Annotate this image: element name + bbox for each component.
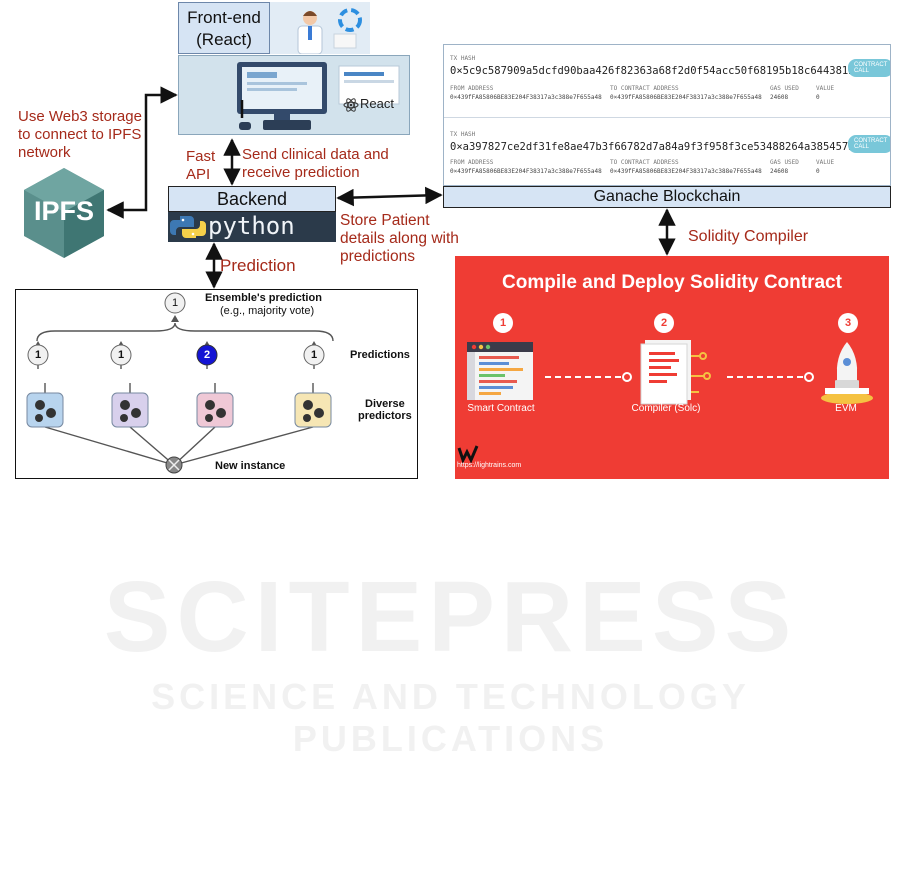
value-label: VALUE — [816, 85, 835, 92]
step-label: Smart Contract — [467, 403, 535, 414]
doctor-illustration — [270, 2, 370, 54]
store-line1: Store Patient — [340, 212, 430, 229]
prediction-value: 1 — [310, 349, 318, 361]
tx-hash-value: 0×a397827ce2df31fe8ae47b3f66782d7a84a9f3… — [450, 141, 868, 153]
frontend-title-line1: Front-end — [187, 8, 261, 27]
python-wordmark: python — [208, 212, 295, 240]
gas-used-value: 24608 — [770, 94, 789, 101]
predictions-label: Predictions — [350, 349, 410, 361]
step-label: Compiler (Solc) — [631, 403, 701, 414]
backend-box: Backend — [168, 186, 336, 212]
gas-used-value: 24608 — [770, 168, 789, 175]
step-label: EVM — [835, 403, 857, 414]
tx-hash-label: TX HASH — [450, 55, 476, 62]
fast-api-label: Fast API — [186, 148, 215, 184]
frontend-title-box: Front-end (React) — [178, 2, 270, 54]
ipfs-text: IPFS — [33, 196, 94, 226]
send-line1: Send clinical data and — [242, 146, 389, 163]
prediction-node — [110, 344, 132, 366]
prediction-label: Prediction — [220, 256, 296, 275]
solidity-title: Compile and Deploy Solidity Contract — [502, 272, 842, 293]
ensemble-prediction-title: Ensemble's prediction — [205, 292, 322, 304]
gas-used-label: GAS USED — [770, 85, 799, 92]
lightrains-logo-icon — [457, 445, 479, 464]
doctor-icon — [270, 2, 370, 54]
contract-call-button[interactable]: CONTRACT CALL — [848, 59, 890, 77]
prediction-value: 2 — [203, 349, 211, 361]
to-address-label: TO CONTRACT ADDRESS — [610, 159, 679, 166]
connector-arrows — [106, 86, 676, 289]
transaction-row: TX HASH 0×a397827ce2df31fe8ae47b3f66782d… — [444, 121, 890, 185]
compiler-icon — [640, 340, 711, 405]
prediction-node — [27, 344, 49, 366]
computer-icon — [179, 56, 409, 134]
frontend-title-line2: (React) — [196, 30, 252, 49]
diverse-predictors-label: Diverse predictors — [358, 398, 412, 422]
transaction-row: TX HASH 0×5c9c587909a5dcfd90baa426f82363… — [444, 45, 890, 118]
python-logo-box — [168, 212, 336, 242]
fast-api-line1: Fast — [186, 148, 216, 165]
solidity-compiler-label: Solidity Compiler — [688, 228, 809, 245]
to-address-value: 0×439fFA85806BE83E204F38317a3c388e7F655a… — [610, 94, 762, 101]
backend-ganache-arrow — [336, 186, 443, 207]
step-number: 2 — [654, 313, 674, 333]
step-number: 1 — [493, 313, 513, 333]
ensemble-output-value: 1 — [171, 297, 179, 309]
prediction-value: 1 — [34, 349, 42, 361]
solidity-steps-graphic — [457, 340, 873, 464]
python-icon — [170, 216, 206, 238]
prediction-node-highlight — [196, 344, 218, 366]
smart-contract-icon — [467, 342, 533, 400]
watermark-scitepress: SCITEPRESS — [103, 561, 798, 673]
ensemble-graph — [26, 292, 334, 474]
ganache-transactions-panel: TX HASH 0×5c9c587909a5dcfd90baa426f82363… — [443, 44, 891, 186]
new-instance-label: New instance — [215, 460, 286, 472]
send-line2: receive prediction — [242, 164, 360, 181]
value-value: 0 — [816, 168, 820, 175]
store-line3: predictions — [340, 248, 415, 265]
diverse-line2: predictors — [358, 410, 412, 422]
prediction-node — [303, 344, 325, 366]
value-value: 0 — [816, 94, 820, 101]
to-address-label: TO CONTRACT ADDRESS — [610, 85, 679, 92]
frontend-computer-illustration — [178, 55, 410, 135]
gas-used-label: GAS USED — [770, 159, 799, 166]
prediction-value: 1 — [117, 349, 125, 361]
value-label: VALUE — [816, 159, 835, 166]
tx-hash-value: 0×5c9c587909a5dcfd90baa426f82363a68f2d0f… — [450, 65, 868, 77]
ipfs-logo — [22, 166, 106, 260]
ipfs-hexagon-icon — [24, 168, 104, 258]
contract-call-button[interactable]: CONTRACT CALL — [848, 135, 890, 153]
ganache-blockchain-label: Ganache Blockchain — [443, 186, 891, 208]
ensemble-diagram — [15, 289, 418, 479]
react-label: React — [360, 96, 394, 111]
evm-rocket-icon — [821, 342, 873, 404]
lightrains-url: https://lightrains.com — [457, 462, 522, 469]
to-address-value: 0×439fFA85806BE83E204F38317a3c388e7F655a… — [610, 168, 762, 175]
fast-api-line2: API — [186, 166, 211, 183]
ensemble-prediction-subtitle: (e.g., majority vote) — [220, 305, 315, 317]
send-clinical-data-label: Send clinical data and receive predictio… — [242, 146, 389, 182]
from-address-value: 0×439fFA85806BE83E204F38317a3c388e7F655a… — [450, 168, 602, 175]
from-address-label: FROM ADDRESS — [450, 159, 494, 166]
ipfs-frontend-arrow — [106, 86, 178, 219]
from-address-value: 0×439fFA85806BE83E204F38317a3c388e7F655a… — [450, 94, 602, 101]
ensemble-output-node — [164, 292, 186, 314]
diverse-line1: Diverse — [365, 398, 405, 410]
tx-hash-label: TX HASH — [450, 131, 476, 138]
watermark-subtitle: SCIENCE AND TECHNOLOGY PUBLICATIONS — [151, 676, 750, 759]
from-address-label: FROM ADDRESS — [450, 85, 494, 92]
store-patient-label: Store Patient details along with predict… — [340, 212, 459, 266]
web3-line3: network — [18, 144, 71, 161]
step-number: 3 — [838, 313, 858, 333]
store-line2: details along with — [340, 230, 459, 247]
